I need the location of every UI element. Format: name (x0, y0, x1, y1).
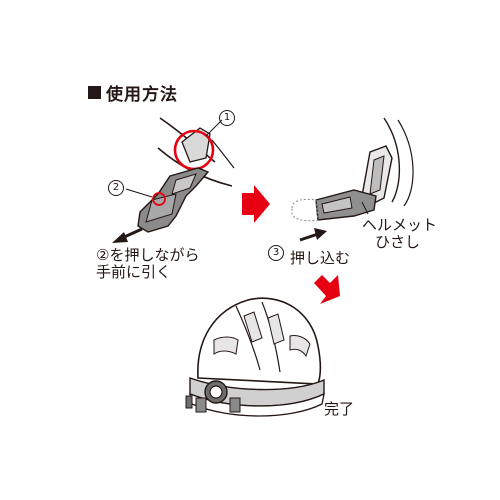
panel-3-helmet-complete (185, 297, 325, 417)
step-2-instruction-line1: ②を押しながら (96, 246, 200, 264)
highlight-circle-2 (152, 192, 166, 206)
helmet-visor-label-line1: ヘルメット (362, 216, 438, 234)
push-arrow (314, 228, 327, 240)
title-text: 使用方法 (106, 85, 178, 105)
title-marker (88, 86, 101, 99)
pull-arrow (112, 232, 128, 243)
step-1-marker: 1 (219, 110, 235, 126)
panel-1-clip-removal (112, 117, 235, 243)
panel-2-push-in (291, 117, 414, 242)
section-title: 使用方法 (88, 80, 178, 105)
step-3-marker: 3 (268, 245, 284, 261)
step-2-instruction-line2: 手前に引く (96, 263, 172, 281)
done-label: 完了 (324, 400, 355, 418)
red-arrow-right (242, 185, 270, 223)
step-3-instruction: 押し込む (290, 249, 351, 267)
helmet-visor-label-line2: ひさし (375, 233, 421, 251)
step-2-marker: 2 (108, 180, 124, 196)
